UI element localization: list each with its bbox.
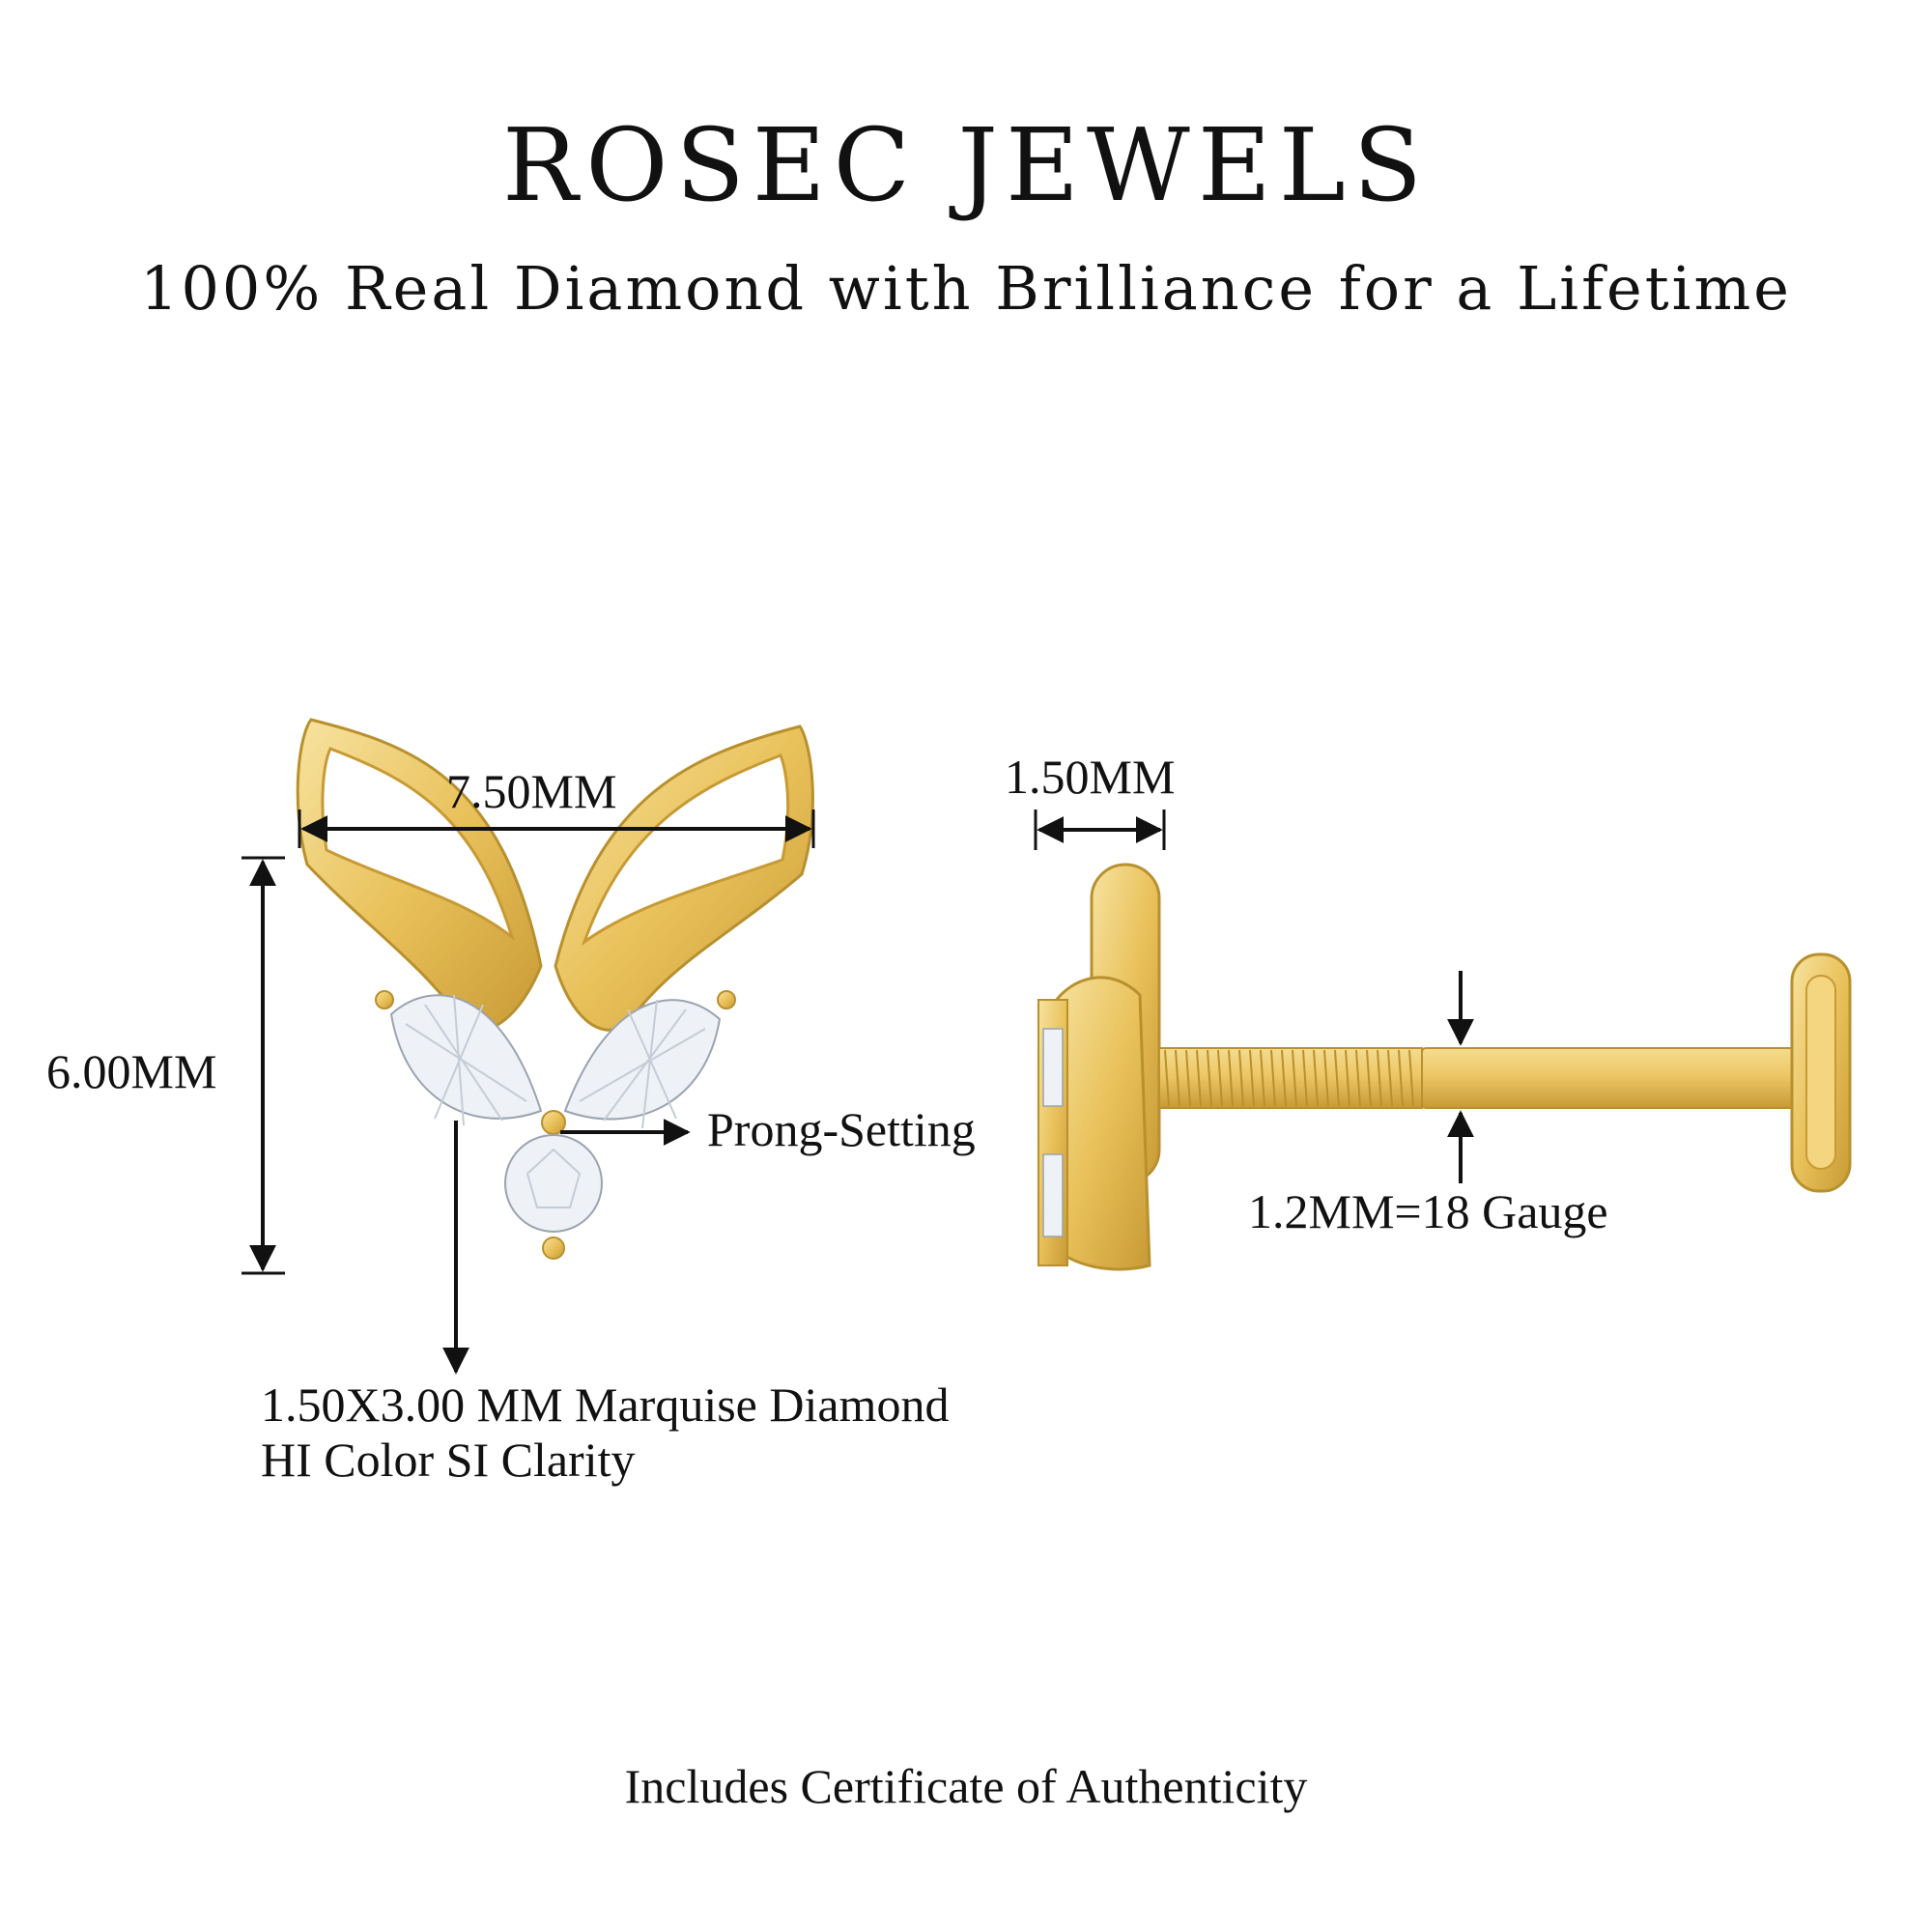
thread-ridge <box>1175 1049 1180 1107</box>
thread-ridge <box>1345 1049 1350 1107</box>
height-dimension <box>242 856 285 1275</box>
thread-ridge <box>1366 1049 1372 1107</box>
thread-ridge <box>1228 1049 1234 1107</box>
thread-ridge <box>1281 1049 1287 1107</box>
thread-ridge <box>1270 1049 1276 1107</box>
gauge-label: 1.2MM=18 Gauge <box>1248 1184 1608 1238</box>
thread-ridge <box>1164 1049 1170 1107</box>
thread-ridge <box>1260 1049 1265 1107</box>
thread-ridge <box>1196 1049 1202 1107</box>
diamond-spec-line1: 1.50X3.00 MM Marquise Diamond <box>261 1378 950 1432</box>
thread-ridge <box>1334 1049 1340 1107</box>
thread-ridge <box>1249 1049 1255 1107</box>
thread-ridge <box>1355 1049 1361 1107</box>
thread-ridge <box>1398 1049 1404 1107</box>
thread-ridge <box>1387 1049 1393 1107</box>
head-depth-label: 1.50MM <box>1005 750 1176 804</box>
thread-ridge <box>1238 1049 1244 1107</box>
diamond-spec-line2: HI Color SI Clarity <box>261 1433 636 1487</box>
thread-ridge <box>1185 1049 1191 1107</box>
earring-front-view <box>296 718 814 1260</box>
round-diamond <box>504 1134 603 1233</box>
thread-ridge <box>1408 1049 1414 1107</box>
thread-ridge <box>1377 1049 1382 1107</box>
head-depth-dimension <box>1034 810 1166 850</box>
brand-title: ROSEC JEWELS <box>501 106 1431 224</box>
height-label: 6.00MM <box>46 1044 217 1098</box>
width-label: 7.50MM <box>446 764 617 818</box>
thread-ridge <box>1313 1049 1319 1107</box>
brand-tagline: 100% Real Diamond with Brilliance for a … <box>140 253 1792 324</box>
left-marquise-diamond <box>389 994 543 1126</box>
thread-ridge <box>1323 1049 1329 1107</box>
width-dimension <box>298 810 815 848</box>
right-marquise-diamond <box>563 999 722 1129</box>
thread-ridge <box>1217 1049 1223 1107</box>
prong-setting-label: Prong-Setting <box>707 1102 976 1156</box>
earring-side-view <box>1037 863 1852 1271</box>
smooth-bar <box>1421 1047 1800 1109</box>
thread-ridge <box>1207 1049 1212 1107</box>
certificate-note: Includes Certificate of Authenticity <box>624 1759 1308 1813</box>
thread-ridge <box>1302 1049 1308 1107</box>
thread-ridge <box>1292 1049 1297 1107</box>
